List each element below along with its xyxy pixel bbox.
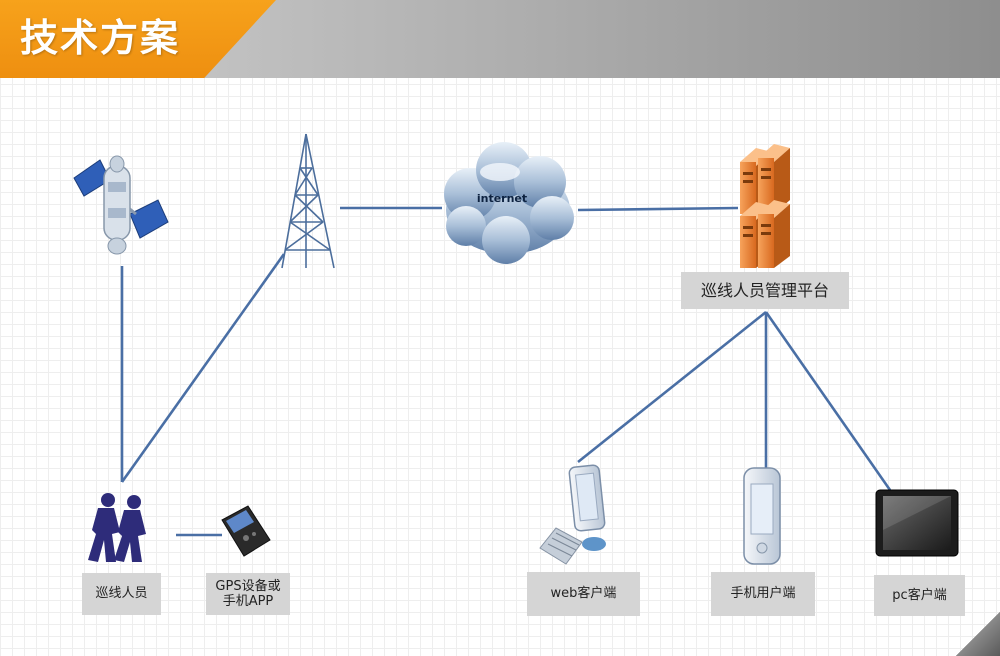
platform-label: 巡线人员管理平台 [681,272,849,309]
link-platform-pc [764,311,892,491]
web-client-label: web客户端 [527,572,640,616]
gps-label: GPS设备或 手机APP [206,573,290,615]
cloud-icon [444,142,574,264]
gps-label-line1: GPS设备或 [215,579,281,594]
patrol-label: 巡线人员 [82,573,161,615]
gps-device-icon [221,505,271,557]
page-curl [956,612,1000,656]
connector-lines [120,206,892,537]
monitor-keyboard-icon [539,464,606,565]
link-internet-platform [577,206,739,212]
internet-label: internet [476,192,528,205]
server-icon [740,144,790,268]
page-title: 技术方案 [20,16,181,60]
pc-client-label: pc客户端 [874,575,965,616]
link-patrol-tower [120,253,286,483]
mobile-client-label: 手机用户端 [711,572,815,616]
satellite-icon [73,155,169,255]
gps-label-line2: 手机APP [222,594,274,609]
tower-icon [281,133,335,269]
phone-icon [743,467,781,565]
walking-people-icon [88,493,146,562]
link-platform-web [577,310,767,464]
tablet-icon [875,489,959,557]
